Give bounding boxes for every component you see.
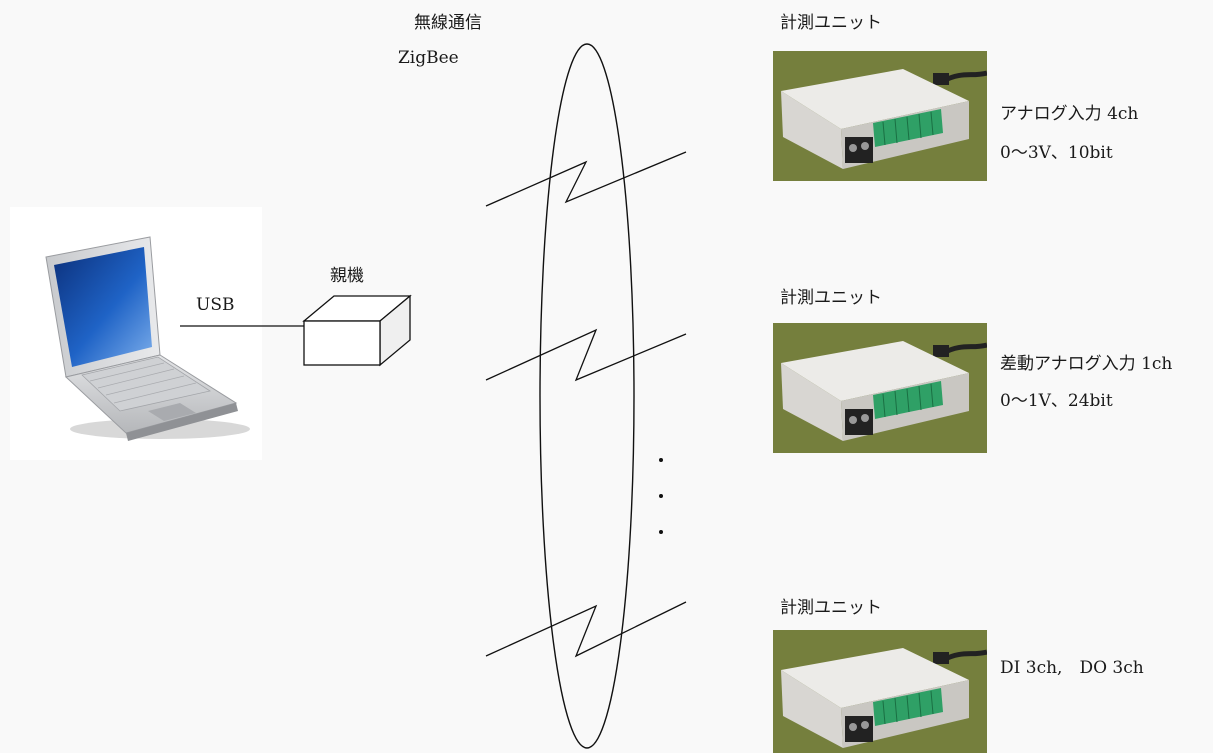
base-station-label: 親機 xyxy=(330,266,364,286)
wireless-link-2 xyxy=(485,328,687,382)
wireless-network-ellipse xyxy=(539,43,635,749)
unit-2-spec-line1: 差動アナログ入力 1ch xyxy=(1000,354,1173,374)
measurement-unit-icon xyxy=(773,630,987,753)
unit-3-spec-line1: DI 3ch, DO 3ch xyxy=(1000,658,1144,678)
usb-label: USB xyxy=(196,295,235,315)
unit-2-photo xyxy=(773,323,987,453)
ellipsis-dot xyxy=(659,458,663,462)
ellipsis-dot xyxy=(659,494,663,498)
unit-3-photo xyxy=(773,630,987,753)
ellipsis-dot xyxy=(659,530,663,534)
laptop-icon xyxy=(45,236,250,441)
laptop-panel xyxy=(10,207,262,460)
wireless-protocol: ZigBee xyxy=(398,48,459,68)
wireless-link-3 xyxy=(485,601,687,658)
unit-2-title: 計測ユニット xyxy=(780,288,882,308)
base-station-box xyxy=(302,294,412,367)
unit-2-spec-line2: 0～1V、24bit xyxy=(1000,391,1113,411)
wireless-link-1 xyxy=(485,151,687,207)
wireless-title: 無線通信 xyxy=(414,13,482,33)
unit-1-photo xyxy=(773,51,987,181)
unit-1-spec-line2: 0～3V、10bit xyxy=(1000,143,1113,163)
unit-1-title: 計測ユニット xyxy=(780,13,882,33)
unit-1-spec-line1: アナログ入力 4ch xyxy=(1000,104,1139,124)
unit-3-title: 計測ユニット xyxy=(780,598,882,618)
measurement-unit-icon xyxy=(773,51,987,181)
measurement-unit-icon xyxy=(773,323,987,453)
